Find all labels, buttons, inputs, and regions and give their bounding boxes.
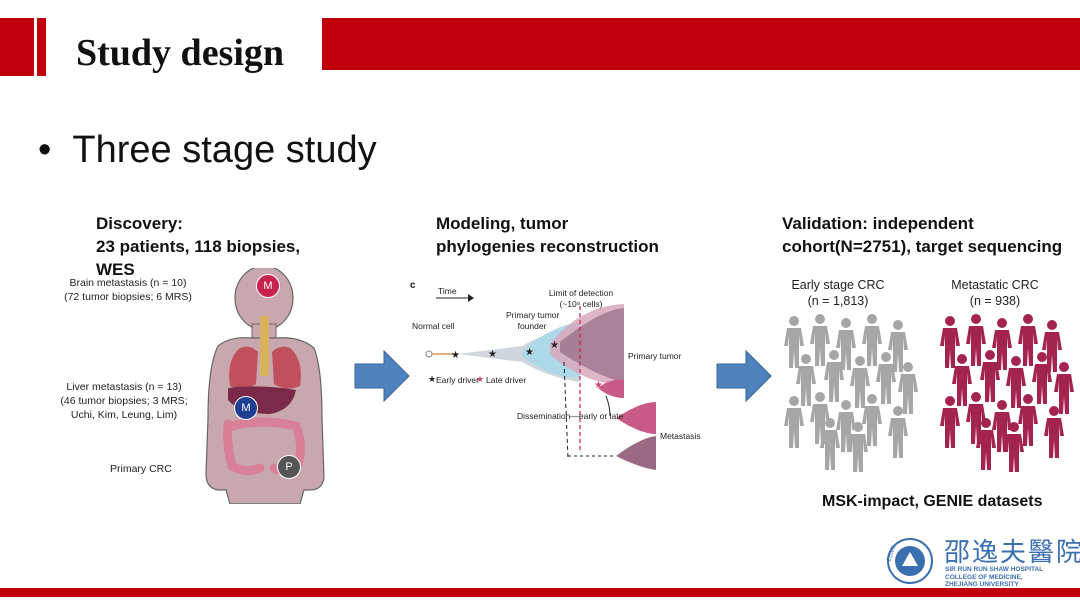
primary-crc-badge: P bbox=[277, 455, 301, 479]
limit-line: Limit of detection bbox=[548, 288, 614, 298]
svg-text:★: ★ bbox=[594, 380, 603, 391]
arrow-right-icon bbox=[354, 349, 410, 403]
modeling-heading: Modeling, tumor phylogenies reconstructi… bbox=[436, 214, 659, 256]
normal-cell-label: Normal cell bbox=[412, 321, 455, 331]
early-stage-crowd bbox=[784, 314, 918, 472]
hospital-seal-icon bbox=[887, 538, 933, 584]
svg-text:★: ★ bbox=[428, 374, 436, 384]
meta-label-line: Metastatic CRC bbox=[951, 278, 1039, 292]
footer-bar bbox=[0, 588, 1080, 597]
svg-text:★: ★ bbox=[525, 347, 534, 358]
bullet-dot: • bbox=[38, 129, 73, 171]
brain-metastasis-badge: M bbox=[256, 274, 280, 298]
svg-text:★: ★ bbox=[451, 350, 460, 361]
metastatic-crowd bbox=[940, 314, 1074, 472]
validation-heading: Validation: independent cohort(N=2751), … bbox=[782, 214, 1063, 256]
header-left-block bbox=[0, 18, 34, 76]
svg-text:★: ★ bbox=[488, 349, 497, 360]
primary-tumor-label: Primary tumor bbox=[628, 351, 682, 361]
time-label: Time bbox=[438, 286, 457, 296]
meta-n-line: (n = 938) bbox=[969, 294, 1021, 308]
svg-text:★: ★ bbox=[550, 340, 559, 351]
hospital-line-3: ZHEJIANG UNIVERSITY bbox=[945, 581, 1019, 588]
liver-metastasis-badge: M bbox=[234, 396, 258, 420]
slide-title: Study design bbox=[76, 32, 285, 74]
header-right-bar bbox=[322, 18, 1080, 70]
late-driver-label: Late driver bbox=[486, 375, 527, 385]
brain-sub-line: (72 tumor biopsies; 6 MRS) bbox=[64, 291, 192, 303]
early-n-line: (n = 1,813) bbox=[807, 294, 869, 308]
dissemination-label: Dissemination—early or late bbox=[517, 411, 624, 421]
header-left-stripe bbox=[37, 18, 46, 76]
phylogeny-diagram: ★ ★ ★ ★ ★ ★ ★ bbox=[425, 294, 656, 470]
hospital-line-1: SIR RUN RUN SHAW HOSPITAL bbox=[945, 566, 1044, 573]
liver-sub-line-2: Uchi, Kim, Leung, Lim) bbox=[70, 409, 178, 421]
bullet-item: • Three stage study bbox=[38, 126, 377, 174]
founder-line-2: founder bbox=[517, 321, 547, 331]
early-label-line: Early stage CRC bbox=[791, 278, 885, 292]
hospital-name-chinese: 邵逸夫醫院 bbox=[944, 538, 1080, 567]
liver-label-line: Liver metastasis (n = 13) bbox=[66, 381, 182, 393]
founder-line-1: Primary tumor bbox=[506, 310, 560, 320]
liver-metastasis-label: Liver metastasis (n = 13) (46 tumor biop… bbox=[54, 380, 194, 422]
primary-crc-label: Primary CRC bbox=[110, 463, 172, 475]
svg-text:★: ★ bbox=[476, 374, 484, 384]
datasets-label: MSK-impact, GENIE datasets bbox=[822, 493, 1043, 510]
early-stage-label: Early stage CRC (n = 1,813) bbox=[778, 277, 898, 309]
arrow-right-icon bbox=[716, 349, 772, 403]
brain-metastasis-label: Brain metastasis (n = 10) (72 tumor biop… bbox=[58, 276, 198, 304]
early-driver-label: Early driver bbox=[436, 375, 479, 385]
body-illustration bbox=[205, 268, 325, 504]
metastatic-label: Metastatic CRC (n = 938) bbox=[935, 277, 1055, 309]
hospital-line-2: COLLEGE OF MEDICINE, bbox=[945, 573, 1023, 581]
liver-sub-line-1: (46 tumor biopsies; 3 MRS; bbox=[60, 395, 188, 407]
limit-sub-line: (~10⁸ cells) bbox=[559, 299, 603, 309]
bullet-text: Three stage study bbox=[72, 129, 377, 171]
brain-label-line: Brain metastasis (n = 10) bbox=[69, 277, 187, 289]
discovery-heading: Discovery: 23 patients, 118 biopsies, WE… bbox=[96, 214, 301, 279]
metastasis-label: Metastasis bbox=[660, 431, 701, 441]
hospital-name-english: SIR RUN RUN SHAW HOSPITAL COLLEGE OF MED… bbox=[945, 566, 1043, 589]
limit-of-detection-label: Limit of detection (~10⁸ cells) bbox=[545, 288, 617, 310]
founder-label: Primary tumor founder bbox=[506, 310, 560, 332]
panel-letter: c bbox=[410, 280, 416, 291]
